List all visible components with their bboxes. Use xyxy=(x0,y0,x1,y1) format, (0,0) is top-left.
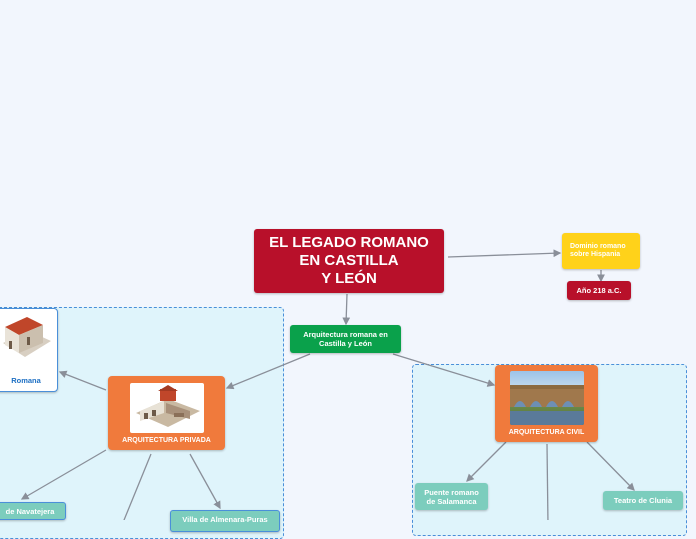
main-topic-line-3: Y LEÓN xyxy=(321,270,377,287)
arquitectura-label: Arquitectura romana en Castilla y León xyxy=(303,330,388,348)
civil-node[interactable]: ARQUITECTURA CIVIL xyxy=(495,365,598,442)
main-topic-line-2: EN CASTILLA xyxy=(299,252,399,269)
connector-arquitectura-civil xyxy=(392,353,496,387)
connector-civil-bottom xyxy=(546,443,549,520)
anio-label: Año 218 a.C. xyxy=(576,286,622,295)
villa-node[interactable]: Villa de Almenara-Puras xyxy=(170,510,280,532)
connector-arquitectura-privada xyxy=(225,353,311,390)
main-topic-line-1: EL LEGADO ROMANO xyxy=(269,234,429,251)
dominio-node[interactable]: Dominio romano sobre Hispania xyxy=(562,233,640,269)
main-topic-node[interactable]: EL LEGADO ROMANO EN CASTILLA Y LEÓN xyxy=(254,229,444,293)
connector-main-dominio xyxy=(447,249,562,258)
roman-bridge-photo-icon xyxy=(509,371,584,425)
privada-node[interactable]: ARQUITECTURA PRIVADA xyxy=(108,376,225,450)
romana-node[interactable]: Romana xyxy=(0,308,58,392)
anio-node[interactable]: Año 218 a.C. xyxy=(567,281,631,300)
connector-privada-romana xyxy=(58,370,107,391)
privada-label: ARQUITECTURA PRIVADA xyxy=(122,436,211,444)
navatejera-node[interactable]: de Navatejera xyxy=(0,502,66,520)
civil-label: ARQUITECTURA CIVIL xyxy=(508,429,585,436)
roman-villa-model-icon xyxy=(129,382,204,433)
roman-house-icon xyxy=(3,317,51,357)
arquitectura-node[interactable]: Arquitectura romana en Castilla y León xyxy=(290,325,401,353)
connector-privada-villa xyxy=(189,453,221,510)
connector-civil-puente xyxy=(466,441,507,482)
connector-lines xyxy=(20,249,635,520)
connector-privada-navatejera xyxy=(20,449,107,500)
mind-map-canvas: EL LEGADO ROMANO EN CASTILLA Y LEÓN Domi… xyxy=(0,229,687,539)
connector-privada-bottom xyxy=(123,453,152,520)
puente-node[interactable]: Puente romano de Salamanca xyxy=(415,483,488,510)
romana-label: Romana xyxy=(11,376,41,385)
teatro-label: Teatro de Clunia xyxy=(613,496,673,505)
puente-label: Puente romano de Salamanca xyxy=(424,487,479,506)
connector-civil-teatro xyxy=(586,441,635,491)
navatejera-label: de Navatejera xyxy=(5,506,55,516)
teatro-node[interactable]: Teatro de Clunia xyxy=(603,491,683,510)
dominio-label: Dominio romano sobre Hispania xyxy=(570,242,626,259)
connector-main-arquitectura xyxy=(342,293,351,326)
